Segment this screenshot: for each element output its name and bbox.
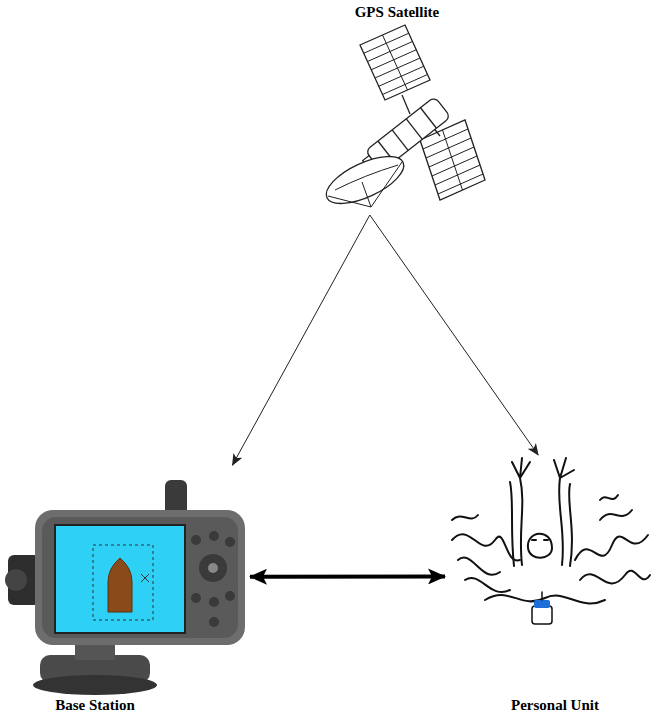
gps-unit-drawing: [5, 480, 245, 695]
satellite-drawing: [320, 25, 485, 213]
node-label: GPS Satellite: [317, 4, 477, 21]
illustrated-node: Base Station: [0, 465, 250, 719]
illustrated-node: Personal Unit: [445, 455, 652, 719]
signal-arrow: [250, 574, 445, 578]
signal-arrow: [233, 215, 370, 465]
node-label: Personal Unit: [465, 697, 645, 714]
illustrated-node: GPS Satellite: [317, 0, 477, 215]
signal-arrow: [370, 215, 538, 455]
person-drawing: [452, 458, 650, 624]
node-label: Base Station: [20, 697, 170, 714]
